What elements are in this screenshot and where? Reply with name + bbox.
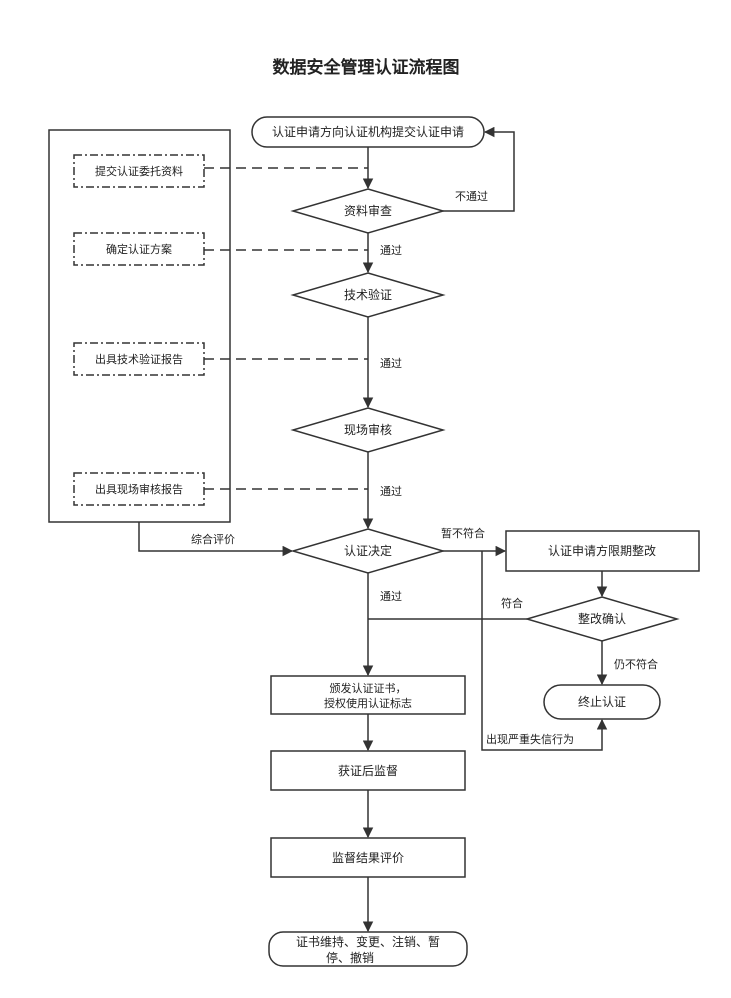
node-terminate-label: 终止认证: [578, 694, 626, 709]
node-cert-decision-label: 认证决定: [344, 543, 392, 558]
edge-label-pass-4: 通过: [380, 590, 402, 603]
node-rectify-confirm: 整改确认: [524, 596, 680, 642]
edge-label-conform: 符合: [501, 596, 523, 610]
node-rectify-label: 认证申请方限期整改: [548, 543, 656, 558]
side-doc-1-label: 提交认证委托资料: [95, 164, 183, 178]
node-cert-maintenance: 证书维持、变更、注销、暂 停、撤销: [268, 931, 468, 967]
side-doc-2-label: 确定认证方案: [106, 242, 172, 256]
node-rectify-confirm-label: 整改确认: [578, 611, 626, 626]
node-submit-application: 认证申请方向认证机构提交认证申请: [251, 116, 485, 148]
page-title: 数据安全管理认证流程图: [273, 57, 460, 78]
node-tech-verification-label: 技术验证: [344, 287, 392, 302]
edge-label-still-nonconform: 仍不符合: [614, 657, 658, 671]
edge-label-pass-3: 通过: [380, 485, 402, 498]
node-issue-cert-line1: 颁发认证证书，: [330, 681, 407, 695]
edge-label-pass-2: 通过: [380, 357, 402, 370]
side-doc-3: 出具技术验证报告: [73, 342, 205, 376]
node-supervision-eval: 监督结果评价: [270, 837, 466, 878]
node-onsite-audit: 现场审核: [290, 407, 446, 453]
edge-label-fail: 不通过: [455, 190, 488, 203]
node-cert-maintenance-line1: 证书维持、变更、注销、暂: [296, 934, 440, 949]
node-submit-application-label: 认证申请方向认证机构提交认证申请: [272, 124, 464, 139]
side-doc-2: 确定认证方案: [73, 232, 205, 266]
node-cert-decision: 认证决定: [290, 528, 446, 574]
side-doc-4: 出具现场审核报告: [73, 472, 205, 506]
node-material-review-label: 资料审查: [344, 203, 392, 218]
doc-connectors: [204, 167, 368, 490]
side-doc-4-label: 出具现场审核报告: [95, 482, 183, 496]
edge-label-comprehensive-eval: 综合评价: [191, 532, 235, 546]
documents-container: [48, 129, 231, 523]
node-issue-cert-line2: 授权使用认证标志: [324, 696, 412, 710]
node-tech-verification: 技术验证: [290, 272, 446, 318]
node-terminate: 终止认证: [543, 684, 661, 720]
node-issue-cert: 颁发认证证书， 授权使用认证标志: [270, 675, 466, 715]
node-rectify: 认证申请方限期整改: [505, 530, 700, 572]
edge-label-serious-dishonesty: 出现严重失信行为: [486, 732, 574, 746]
edge-label-temp-nonconform: 暂不符合: [441, 526, 485, 540]
node-cert-maintenance-line2: 停、撤销: [326, 950, 374, 965]
node-material-review: 资料审查: [290, 188, 446, 234]
node-post-supervision: 获证后监督: [270, 750, 466, 791]
side-doc-1: 提交认证委托资料: [73, 154, 205, 188]
flow-arrows: [138, 126, 608, 933]
side-doc-3-label: 出具技术验证报告: [95, 352, 183, 366]
edge-label-pass-1: 通过: [380, 244, 402, 257]
node-post-supervision-label: 获证后监督: [338, 763, 398, 778]
node-supervision-eval-label: 监督结果评价: [332, 850, 404, 865]
node-onsite-audit-label: 现场审核: [344, 422, 392, 437]
